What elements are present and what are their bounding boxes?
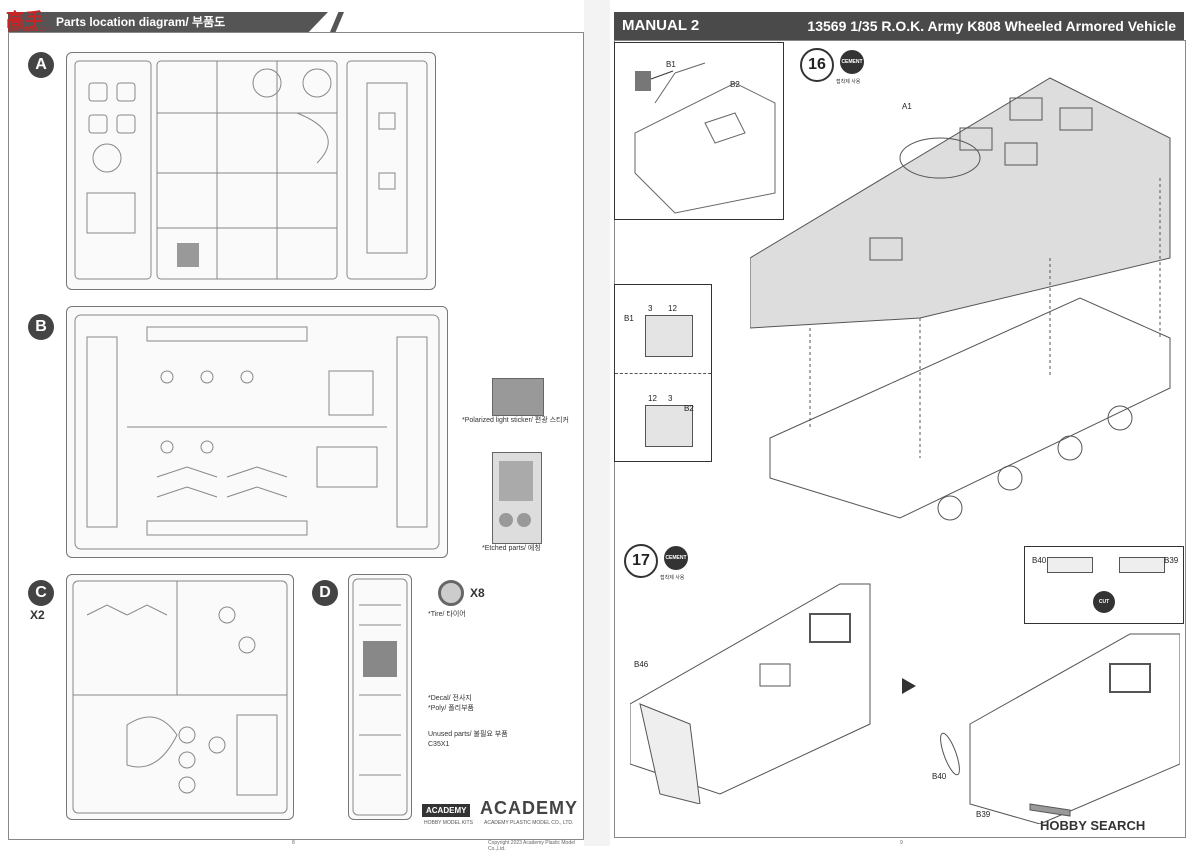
step-17-left-drawing [630, 583, 871, 804]
decal-note: *Decal/ 전사지 [428, 695, 472, 702]
arrow-right-icon [902, 678, 916, 694]
tire-icon [438, 580, 464, 606]
cut-label-b39: B39 [1164, 556, 1179, 565]
unused-code: C35X1 [428, 741, 450, 748]
detail-num-12a: 12 [668, 304, 677, 313]
step-17-cement-caption: 접착제 사용 [660, 575, 685, 581]
polarized-note: *Polarized light sticker/ 편광 스티커 [462, 417, 569, 424]
detail-num-3b: 3 [668, 394, 673, 403]
sprue-b-drawing [74, 314, 440, 550]
academy-small-logo: ACADEMY [422, 804, 471, 817]
left-page-number: 8 [292, 840, 295, 846]
manual-label: MANUAL 2 [622, 17, 700, 34]
tire-note: *Tire/ 타이어 [428, 611, 466, 618]
polarized-sticker [492, 378, 544, 416]
poly-note: *Poly/ 폴리부품 [428, 705, 474, 712]
label-b39: B39 [976, 810, 991, 819]
right-page: MANUAL 2 13569 1/35 R.O.K. Army K808 Whe… [610, 8, 1190, 846]
detail-label-b2: B2 [684, 404, 694, 413]
hobby-search-watermark: HOBBY SEARCH [1040, 818, 1146, 833]
hull-assembly-drawing [750, 77, 1171, 521]
detail-label-b1: B1 [624, 314, 634, 323]
unused-note: Unused parts/ 불필요 부품 [428, 731, 508, 738]
academy-company: ACADEMY PLASTIC MODEL CO., LTD. [484, 820, 574, 826]
label-a1: A1 [902, 102, 912, 111]
detail-num-12b: 12 [648, 394, 657, 403]
detail-num-3a: 3 [648, 304, 653, 313]
section-c-count: X2 [30, 608, 45, 622]
left-page: Parts location diagram/ 부품도 高手 gao-shou.… [6, 8, 584, 852]
label-b2: B2 [730, 80, 740, 89]
etched-note: *Etched parts/ 에칭 [482, 545, 541, 552]
section-c-badge: C [28, 580, 54, 606]
step-17-number: 17 [624, 544, 658, 578]
sprue-b [66, 306, 448, 558]
sprue-d-drawing [352, 578, 408, 816]
parts-diagram-header: Parts location diagram/ 부품도 [8, 12, 328, 32]
step-16-cement-icon: CEMENT [840, 50, 864, 74]
sprue-a-drawing [74, 60, 428, 280]
step-16-inset [614, 42, 784, 220]
manual-header: MANUAL 2 13569 1/35 R.O.K. Army K808 Whe… [614, 12, 1184, 40]
product-title: 13569 1/35 R.O.K. Army K808 Wheeled Armo… [807, 18, 1176, 34]
step-17-right-drawing [940, 633, 1180, 824]
sprue-c-drawing [72, 580, 288, 814]
section-b-badge: B [28, 314, 54, 340]
b1-b2-detail-box [614, 284, 712, 462]
page-frame [8, 32, 584, 840]
section-d-badge: D [312, 580, 338, 606]
tire-count: X8 [470, 586, 485, 600]
page-gutter [584, 0, 610, 846]
step-16-number: 16 [800, 48, 834, 82]
header-stripe [330, 12, 344, 32]
label-b40: B40 [932, 772, 947, 781]
step-16-cement-caption: 접착제 사용 [836, 79, 861, 85]
academy-big-logo: ACADEMY [480, 798, 579, 818]
inset-drawing [634, 62, 776, 214]
step-17-cement-icon: CEMENT [664, 546, 688, 570]
etched-fret [492, 452, 542, 544]
sprue-a [66, 52, 436, 290]
header-title: Parts location diagram/ 부품도 [56, 15, 226, 29]
academy-small-sub: HOBBY MODEL KITS [424, 820, 473, 826]
label-b1: B1 [666, 60, 676, 69]
label-b46: B46 [634, 660, 649, 669]
site-logo: 高手 [6, 10, 44, 30]
site-logo-url: gao-shou.com [8, 26, 53, 33]
cut-icon: CUT [1093, 591, 1115, 613]
right-page-number: 9 [900, 840, 903, 846]
cut-label-b40: B40 [1032, 556, 1047, 565]
section-a-badge: A [28, 52, 54, 78]
copyright: Copyright 2023 Academy Plastic Model Co.… [488, 840, 575, 852]
sprue-c [66, 574, 294, 820]
cut-detail-box: CUT [1024, 546, 1184, 624]
sprue-d [348, 574, 412, 820]
